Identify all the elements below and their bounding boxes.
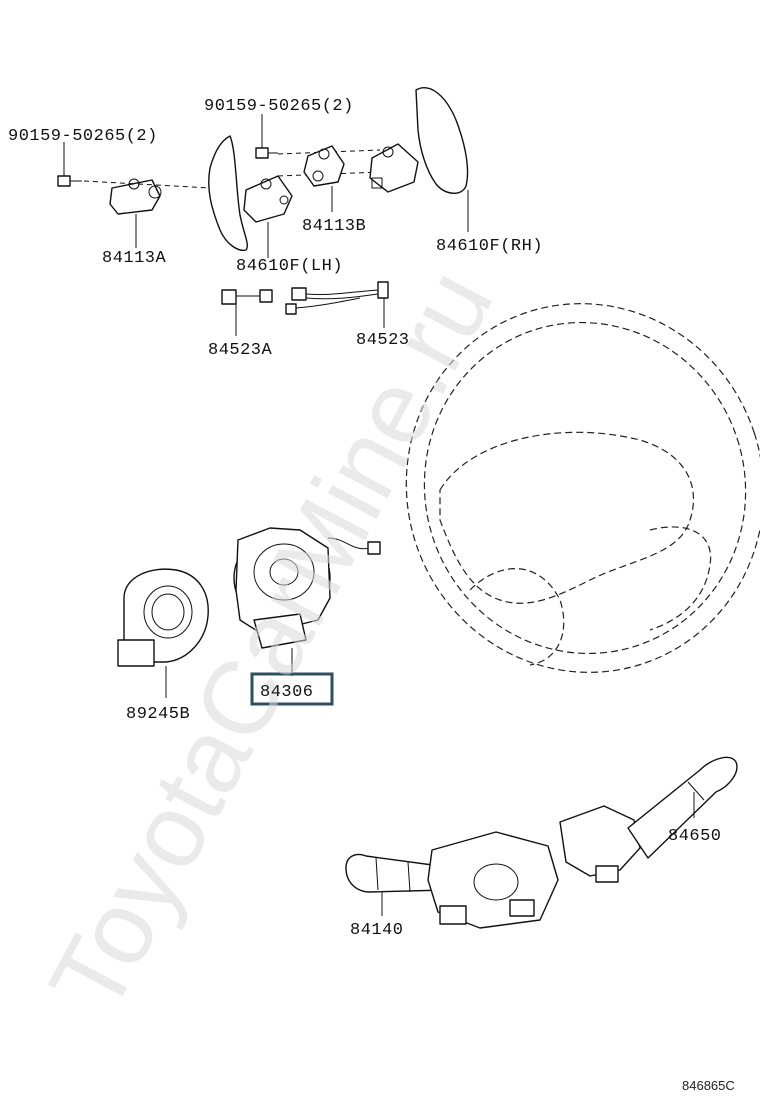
label-bracket-84113a: 84113A xyxy=(102,249,167,268)
label-turn-switch-84140: 84140 xyxy=(350,921,404,940)
spiral-cable-84306[interactable] xyxy=(233,527,381,706)
bolt-top[interactable] xyxy=(255,114,381,177)
highlighted-part-frame xyxy=(250,672,334,706)
paddle-shifter-lh[interactable] xyxy=(208,135,293,258)
wiper-switch-84650[interactable] xyxy=(559,756,738,883)
wire-harness-84523a[interactable] xyxy=(221,289,273,336)
label-bolt-left: 90159-50265(2) xyxy=(8,127,158,146)
steering-sensor-89245b[interactable] xyxy=(117,568,209,698)
steering-wheel-outline xyxy=(405,303,760,673)
paddle-shifter-rh[interactable] xyxy=(369,87,469,232)
label-bracket-84113b: 84113B xyxy=(302,217,366,236)
wire-harness-84523[interactable] xyxy=(285,281,389,328)
label-paddle-lh: 84610F(LH) xyxy=(236,257,343,276)
bracket-84113a[interactable] xyxy=(83,178,211,248)
label-wire-84523: 84523 xyxy=(356,331,410,350)
label-spiral-cable-84306: 84306 xyxy=(260,683,314,702)
label-paddle-rh: 84610F(RH) xyxy=(436,237,543,256)
bolt-left[interactable] xyxy=(57,142,82,187)
label-bolt-top: 90159-50265(2) xyxy=(204,97,354,116)
label-wiper-switch-84650: 84650 xyxy=(668,827,722,846)
bracket-84113b[interactable] xyxy=(303,145,345,212)
diagram-code: 846865C xyxy=(682,1078,735,1093)
turn-signal-switch-84140[interactable] xyxy=(345,831,559,929)
label-sensor-89245b: 89245B xyxy=(126,705,190,724)
label-wire-84523a: 84523A xyxy=(208,341,273,360)
